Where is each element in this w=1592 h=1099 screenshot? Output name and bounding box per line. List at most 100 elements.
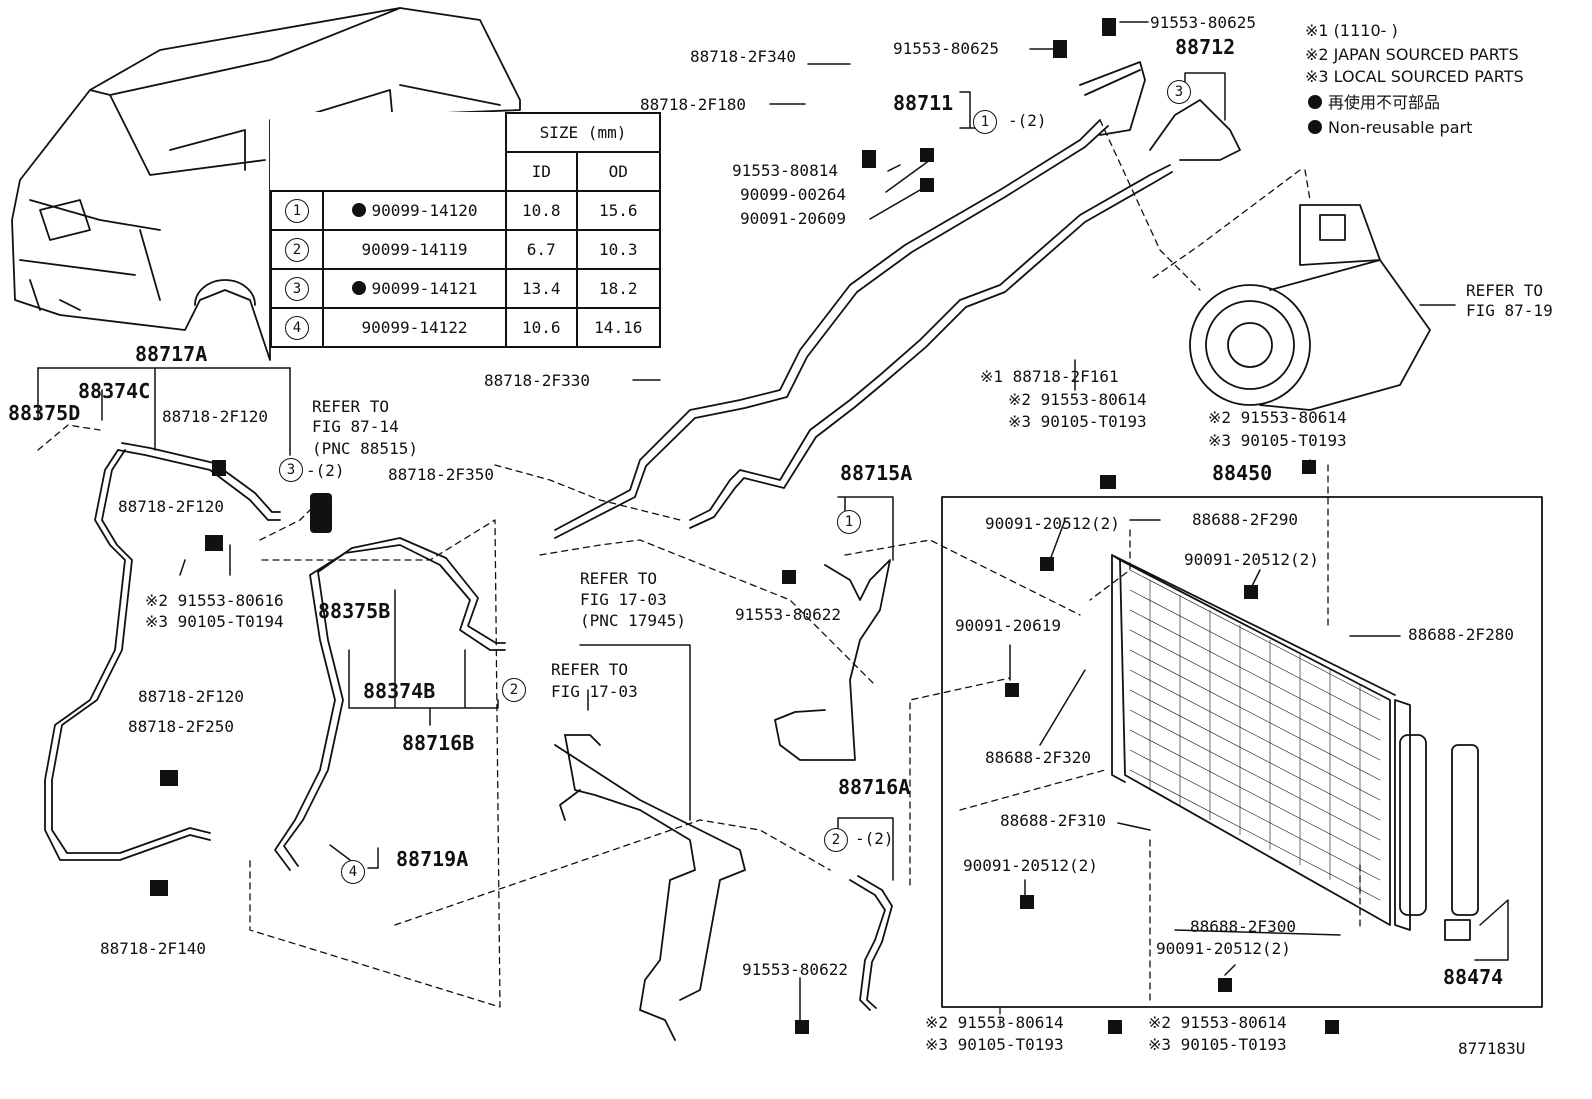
label-88688-2f310: 88688-2F310 xyxy=(1000,811,1106,830)
condenser-box xyxy=(941,496,1543,1008)
label-88375b: 88375B xyxy=(318,599,391,623)
label-88715a: 88715A xyxy=(840,461,913,485)
label-88688-2f280: 88688-2F280 xyxy=(1408,625,1514,644)
van-illustration xyxy=(11,7,521,361)
bracket-17-03 xyxy=(554,734,746,1041)
label-88716a: 88716A xyxy=(838,775,911,799)
label-s1-88718-2f161: ※1 88718-2F161 xyxy=(980,367,1119,386)
note-en-text: Non-reusable part xyxy=(1328,118,1473,137)
row-id: 13.4 xyxy=(505,268,578,309)
row-no: 2 xyxy=(285,237,309,262)
label-88450: 88450 xyxy=(1212,461,1273,485)
row-od: 18.2 xyxy=(575,268,662,309)
pipe-88716b xyxy=(274,537,506,871)
condenser-88450 xyxy=(1111,554,1411,931)
label-91553-80622-b: 91553-80622 xyxy=(742,960,848,979)
compressor xyxy=(1189,204,1431,411)
label-90091-20619: 90091-20619 xyxy=(955,616,1061,635)
label-refer-17-03-a: REFER TO xyxy=(580,569,658,588)
col-od: OD xyxy=(575,151,662,192)
label-88718-2f340: 88718-2F340 xyxy=(690,47,796,66)
label-88718-2f250: 88718-2F250 xyxy=(128,717,234,736)
label-88716b: 88716B xyxy=(402,731,475,755)
non-reusable-dot-icon xyxy=(351,203,366,217)
label-88718-2f180: 88718-2F180 xyxy=(640,95,746,114)
row-no: 1 xyxy=(285,198,309,223)
label-refer-87-14-b: FIG 87-14 xyxy=(312,417,399,436)
note-non-reusable-jp: 再使用不可部品 xyxy=(1308,92,1440,114)
label-91553-80625-b: 91553-80625 xyxy=(1150,13,1256,32)
callout-1: 1 xyxy=(973,110,997,134)
label-j2-91553-80614-d: ※2 91553-80614 xyxy=(1148,1013,1287,1032)
pipe-88716a xyxy=(849,875,893,1011)
note-3: ※3 LOCAL SOURCED PARTS xyxy=(1305,67,1524,86)
row-od: 10.3 xyxy=(575,229,662,270)
non-reusable-dot-icon xyxy=(1308,95,1322,109)
label-88719a: 88719A xyxy=(396,847,469,871)
label-refer-87-19-b: FIG 87-19 xyxy=(1466,301,1553,320)
pipe-88717a xyxy=(44,442,281,861)
label-j3-90105-t0193-c: ※3 90105-T0193 xyxy=(925,1035,1064,1054)
row-part: 90099-14120 xyxy=(371,201,478,220)
table-row: 4 90099-14122 10.6 14.16 xyxy=(270,307,662,348)
label-90091-20512-d: 90091-20512(2) xyxy=(1156,939,1291,958)
label-j2-91553-80616: ※2 91553-80616 xyxy=(145,591,284,610)
label-refer-17-03-d: REFER TO xyxy=(551,660,629,679)
label-90091-20512-a: 90091-20512(2) xyxy=(985,514,1120,533)
label-88718-2f120-c: 88718-2F120 xyxy=(138,687,244,706)
row-part: 90099-14122 xyxy=(361,318,468,337)
label-91553-80814: 91553-80814 xyxy=(732,161,838,180)
label-refer-87-14-c: (PNC 88515) xyxy=(312,439,418,458)
table-row: 3 90099-14121 13.4 18.2 xyxy=(270,268,662,309)
pipe-88715a xyxy=(774,559,891,761)
note-2: ※2 JAPAN SOURCED PARTS xyxy=(1305,45,1519,64)
non-reusable-dot-icon xyxy=(1308,120,1322,134)
label-88474: 88474 xyxy=(1443,965,1504,989)
label-88718-2f140: 88718-2F140 xyxy=(100,939,206,958)
table-row: 2 90099-14119 6.7 10.3 xyxy=(270,229,662,270)
label-90091-20609: 90091-20609 xyxy=(740,209,846,228)
row-id: 6.7 xyxy=(505,229,578,270)
fastener-glyphs xyxy=(150,18,1339,1034)
label-88688-2f320: 88688-2F320 xyxy=(985,748,1091,767)
callout-2: 2 xyxy=(824,828,848,852)
label-j3-90105-t0194: ※3 90105-T0194 xyxy=(145,612,284,631)
size-title: SIZE (mm) xyxy=(505,112,661,153)
row-part: 90099-14121 xyxy=(371,279,478,298)
label-88718-2f330: 88718-2F330 xyxy=(484,371,590,390)
row-part: 90099-14119 xyxy=(361,240,468,259)
label-88374b: 88374B xyxy=(363,679,436,703)
callout-3: 3 xyxy=(1167,80,1191,104)
col-id: ID xyxy=(505,151,578,192)
note-1: ※1 (1110- ) xyxy=(1305,21,1398,40)
size-table: SIZE (mm) ID OD 1 90099-14120 10.8 15.6 … xyxy=(270,112,662,348)
note-non-reusable-en: Non-reusable part xyxy=(1308,117,1472,139)
label-88718-2f350: 88718-2F350 xyxy=(388,465,494,484)
label-88688-2f300: 88688-2F300 xyxy=(1190,917,1296,936)
callout-2: 2 xyxy=(502,678,526,702)
label-88375d: 88375D xyxy=(8,401,81,425)
label-refer-17-03-b: FIG 17-03 xyxy=(580,590,667,609)
label-88712: 88712 xyxy=(1175,35,1236,59)
figure-code: 877183U xyxy=(1458,1039,1526,1058)
label-90091-20512-b: 90091-20512(2) xyxy=(1184,550,1319,569)
row-id: 10.6 xyxy=(505,307,578,348)
note-jp-text: 再使用不可部品 xyxy=(1328,93,1441,112)
label-91553-80625-a: 91553-80625 xyxy=(893,39,999,58)
label-refer-17-03-e: FIG 17-03 xyxy=(551,682,638,701)
label-90099-00264: 90099-00264 xyxy=(740,185,846,204)
row-od: 14.16 xyxy=(575,307,662,348)
row-no: 3 xyxy=(285,276,309,301)
label-88717a: 88717A xyxy=(135,342,208,366)
callout-1: 1 xyxy=(837,510,861,534)
label-qty-2: -(2) xyxy=(855,829,894,848)
label-88718-2f120-a: 88718-2F120 xyxy=(162,407,268,426)
label-88718-2f120-b: 88718-2F120 xyxy=(118,497,224,516)
label-91553-80622-a: 91553-80622 xyxy=(735,605,841,624)
label-88688-2f290: 88688-2F290 xyxy=(1192,510,1298,529)
callout-3: 3 xyxy=(279,458,303,482)
row-od: 15.6 xyxy=(575,190,662,231)
condenser-fins xyxy=(1129,569,1381,901)
label-refer-87-14-a: REFER TO xyxy=(312,397,390,416)
